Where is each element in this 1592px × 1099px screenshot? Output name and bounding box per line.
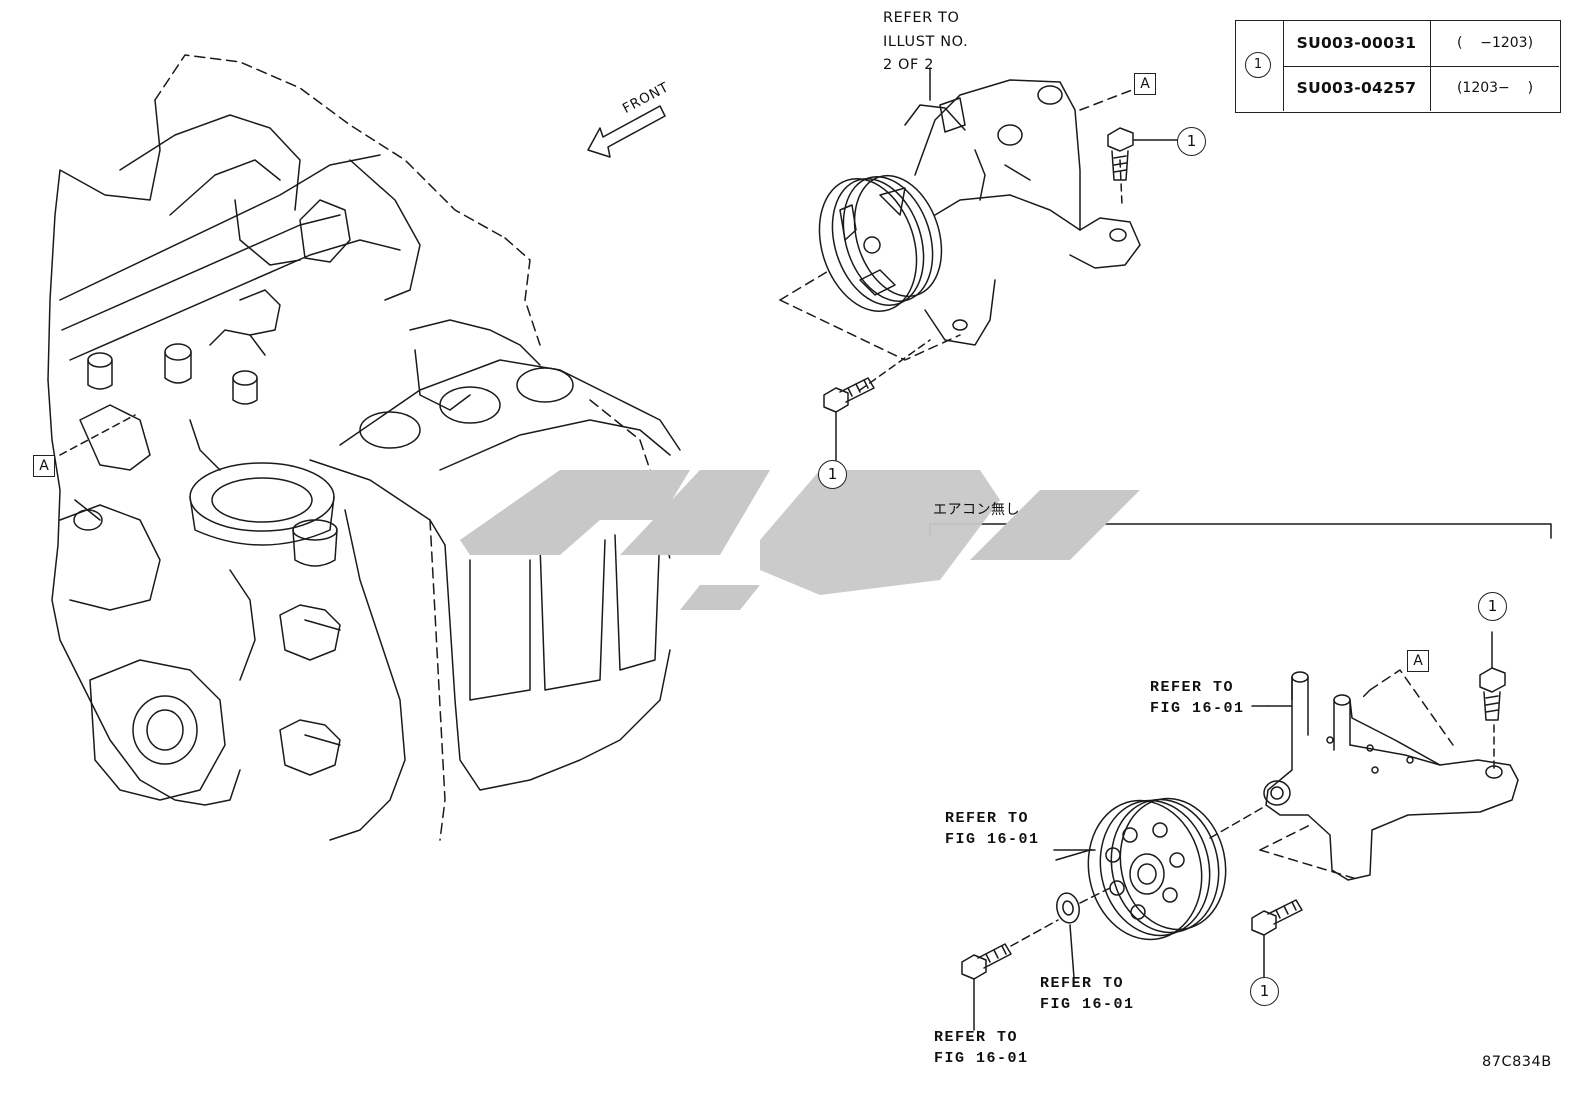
front-arrow-icon [587,105,666,158]
ac-compressor-drawing [779,67,1146,391]
table-key-circle: 1 [1245,52,1271,78]
date-range: (1203− ) [1456,80,1534,96]
part-number[interactable]: SU003-00031 [1283,21,1431,66]
callout-1-compressor-bolt: 1 [818,460,847,489]
bolt-pulley-drawing [961,919,1059,1031]
bolt-compressor-drawing [823,377,875,466]
refer-bracket-label: REFER TO FIG 16-01 [1150,679,1245,717]
refer-bolt-label: REFER TO FIG 16-01 [934,1029,1029,1067]
part-number[interactable]: SU003-04257 [1283,66,1431,111]
marker-a-compressor: A [1134,73,1156,95]
callout-1-bracket-bolt: 1 [1478,592,1507,621]
washer-drawing [1056,887,1111,979]
marker-a-bracket: A [1407,650,1429,672]
watermark-logo [460,470,1140,610]
table-row: SU003-04257 (1203− ) [1283,66,1559,111]
refer-washer-label: REFER TO FIG 16-01 [1040,975,1135,1013]
parts-table: 1 SU003-00031 ( −1203) SU003-04257 (1203… [1235,20,1561,113]
illustration-code: 87C834B [1482,1054,1552,1070]
bolt-upper-drawing [1107,127,1185,181]
bolt-bracket-drawing [1479,631,1506,721]
callout-1-upper-bolt: 1 [1177,127,1206,156]
table-row: SU003-00031 ( −1203) [1283,21,1559,67]
section-label: エアコン無し [933,502,1020,518]
idler-pulley-drawing [1055,797,1263,941]
table-key-cell: 1 [1236,21,1284,111]
date-range: ( −1203) [1456,35,1534,51]
callout-1-lower-bolt: 1 [1250,977,1279,1006]
engine-block-drawing [47,54,681,841]
refer-illust-label: REFER TO ILLUST NO. 2 OF 2 [883,10,969,73]
refer-pulley-label: REFER TO FIG 16-01 [945,810,1040,848]
bolt-bracket-lower-drawing [1251,899,1303,986]
marker-a-left: A [33,455,55,477]
bracket-drawing [1259,669,1519,881]
